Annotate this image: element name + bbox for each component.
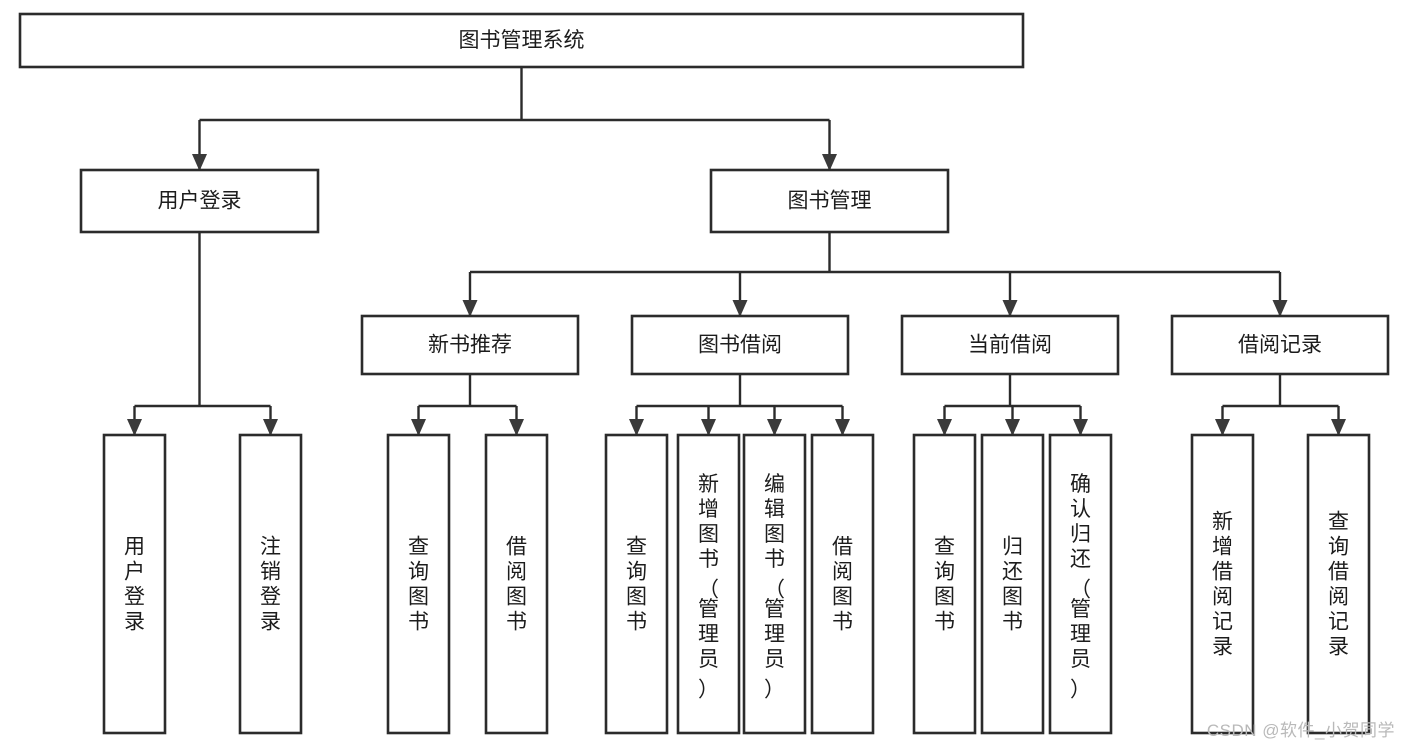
node-root[interactable]: 图书管理系统 xyxy=(18,12,1025,69)
node-box-root xyxy=(18,12,1025,69)
node-label-leaf-query-book-borrow: 查询图书 xyxy=(626,536,647,634)
node-new-book-recommend[interactable]: 新书推荐 xyxy=(360,314,580,376)
node-label-leaf-edit-book-admin: 编辑图书（管理员） xyxy=(764,473,785,702)
node-leaf-add-book-admin[interactable]: 新增图书（管理员） xyxy=(676,433,741,735)
node-box-leaf-edit-book-admin xyxy=(742,433,807,735)
node-label-leaf-query-book-current: 查询图书 xyxy=(934,536,955,634)
node-box-leaf-return-book xyxy=(980,433,1045,735)
node-leaf-borrow-book[interactable]: 借阅图书 xyxy=(810,433,875,735)
arrow-icon-leaf-add-borrow-record xyxy=(1215,419,1230,436)
node-leaf-query-book-recommend[interactable]: 查询图书 xyxy=(386,433,451,735)
node-leaf-user-login[interactable]: 用户登录 xyxy=(102,433,167,735)
arrow-icon-leaf-query-borrow-record xyxy=(1331,419,1346,436)
arrow-icon-leaf-query-book-recommend xyxy=(411,419,426,436)
node-leaf-add-borrow-record[interactable]: 新增借阅记录 xyxy=(1190,433,1255,735)
node-box-leaf-borrow-book xyxy=(810,433,875,735)
arrow-icon-leaf-return-book xyxy=(1005,419,1020,436)
node-leaf-borrow-book-recommend[interactable]: 借阅图书 xyxy=(484,433,549,735)
node-label-leaf-return-book: 归还图书 xyxy=(1002,536,1023,634)
node-box-leaf-add-borrow-record xyxy=(1190,433,1255,735)
node-label-leaf-query-borrow-record: 查询借阅记录 xyxy=(1328,511,1349,659)
node-leaf-confirm-return-admin[interactable]: 确认归还（管理员） xyxy=(1048,433,1113,735)
arrow-icon-leaf-query-book-current xyxy=(937,419,952,436)
node-label-leaf-add-borrow-record: 新增借阅记录 xyxy=(1212,511,1233,659)
node-box-leaf-add-book-admin xyxy=(676,433,741,735)
node-label-book-management: 图书管理 xyxy=(788,190,872,213)
node-leaf-edit-book-admin[interactable]: 编辑图书（管理员） xyxy=(742,433,807,735)
node-leaf-query-book-borrow[interactable]: 查询图书 xyxy=(604,433,669,735)
arrow-icon-leaf-confirm-return-admin xyxy=(1073,419,1088,436)
node-label-borrow-record: 借阅记录 xyxy=(1238,334,1322,357)
node-box-current-borrow xyxy=(900,314,1120,376)
node-box-leaf-confirm-return-admin xyxy=(1048,433,1113,735)
arrow-icon-leaf-add-book-admin xyxy=(701,419,716,436)
arrow-icon-leaf-borrow-book-recommend xyxy=(509,419,524,436)
arrow-icon-leaf-logout-login xyxy=(263,419,278,436)
node-box-borrow-record xyxy=(1170,314,1390,376)
node-label-user-login: 用户登录 xyxy=(158,190,242,213)
node-leaf-logout-login[interactable]: 注销登录 xyxy=(238,433,303,735)
arrow-icon-leaf-edit-book-admin xyxy=(767,419,782,436)
arrow-icon-new-book-recommend xyxy=(462,300,478,317)
node-book-borrow[interactable]: 图书借阅 xyxy=(630,314,850,376)
node-box-book-borrow xyxy=(630,314,850,376)
node-label-book-borrow: 图书借阅 xyxy=(698,334,782,357)
node-user-login[interactable]: 用户登录 xyxy=(79,168,320,234)
node-label-leaf-user-login: 用户登录 xyxy=(124,536,145,634)
arrow-icon-user-login xyxy=(192,154,207,171)
node-box-new-book-recommend xyxy=(360,314,580,376)
node-leaf-return-book[interactable]: 归还图书 xyxy=(980,433,1045,735)
node-box-book-management xyxy=(709,168,950,234)
node-leaf-query-borrow-record[interactable]: 查询借阅记录 xyxy=(1306,433,1371,735)
node-label-leaf-confirm-return-admin: 确认归还（管理员） xyxy=(1070,473,1091,702)
node-box-user-login xyxy=(79,168,320,234)
node-box-leaf-user-login xyxy=(102,433,167,735)
csdn-watermark: CSDN @软件_小贺同学 xyxy=(1206,721,1395,740)
node-box-leaf-query-book-borrow xyxy=(604,433,669,735)
node-label-leaf-borrow-book: 借阅图书 xyxy=(832,536,853,634)
node-label-new-book-recommend: 新书推荐 xyxy=(428,334,512,357)
node-label-leaf-logout-login: 注销登录 xyxy=(260,536,281,634)
connector-layer xyxy=(127,67,1346,436)
arrow-icon-leaf-query-book-borrow xyxy=(629,419,644,436)
arrow-icon-book-borrow xyxy=(732,300,748,317)
node-box-leaf-query-borrow-record xyxy=(1306,433,1371,735)
node-borrow-record[interactable]: 借阅记录 xyxy=(1170,314,1390,376)
node-layer: 图书管理系统用户登录图书管理新书推荐图书借阅当前借阅借阅记录用户登录注销登录查询… xyxy=(18,12,1390,735)
node-label-current-borrow: 当前借阅 xyxy=(968,334,1052,357)
node-book-management[interactable]: 图书管理 xyxy=(709,168,950,234)
arrow-icon-leaf-user-login xyxy=(127,419,142,436)
node-label-leaf-borrow-book-recommend: 借阅图书 xyxy=(506,536,527,634)
node-label-root: 图书管理系统 xyxy=(459,29,585,52)
node-leaf-query-book-current[interactable]: 查询图书 xyxy=(912,433,977,735)
arrow-icon-leaf-borrow-book xyxy=(835,419,850,436)
arrow-icon-book-management xyxy=(822,154,837,171)
node-label-leaf-query-book-recommend: 查询图书 xyxy=(408,536,429,634)
arrow-icon-borrow-record xyxy=(1272,300,1288,317)
node-box-leaf-query-book-recommend xyxy=(386,433,451,735)
node-label-leaf-add-book-admin: 新增图书（管理员） xyxy=(698,473,719,702)
arrow-icon-current-borrow xyxy=(1002,300,1018,317)
node-box-leaf-logout-login xyxy=(238,433,303,735)
node-box-leaf-borrow-book-recommend xyxy=(484,433,549,735)
node-box-leaf-query-book-current xyxy=(912,433,977,735)
node-current-borrow[interactable]: 当前借阅 xyxy=(900,314,1120,376)
